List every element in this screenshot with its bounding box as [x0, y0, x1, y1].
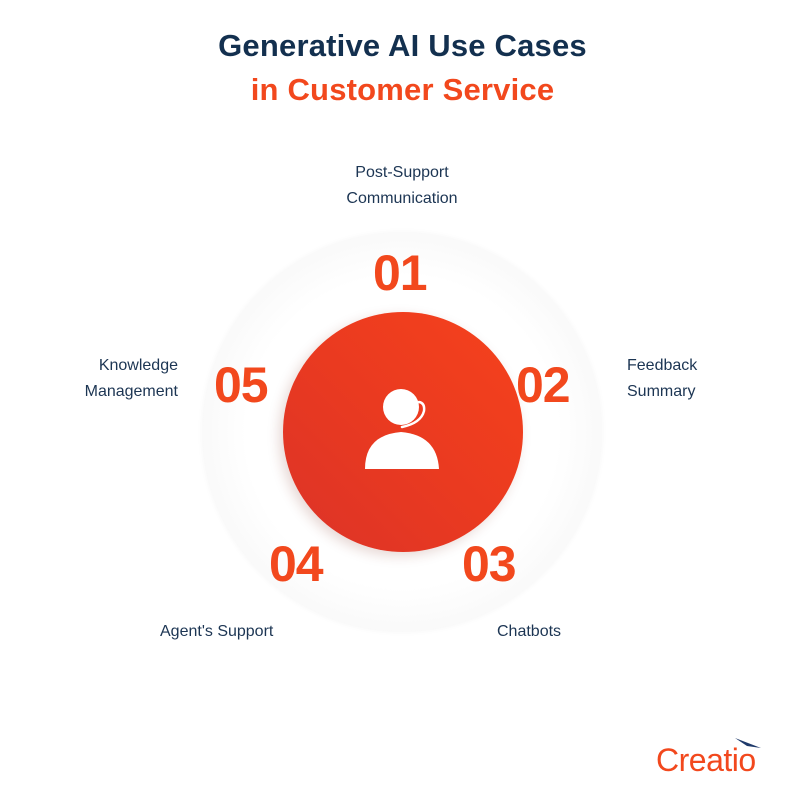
label-line: Knowledge [98, 357, 178, 374]
label-line: Communication [346, 190, 458, 207]
item-number-02: 02 [516, 357, 571, 413]
label-line: Agent's Support [160, 623, 274, 640]
label-line: Summary [627, 383, 696, 400]
title-line-2: in Customer Service [250, 72, 555, 107]
label-knowledge-management: Knowledge Management [20, 353, 178, 405]
label-line: Management [84, 383, 178, 400]
label-agents-support: Agent's Support [160, 619, 360, 645]
center-circle [283, 312, 523, 552]
label-line: Post-Support [355, 164, 449, 181]
customer-support-agent-icon [365, 389, 439, 469]
label-post-support-communication: Post-Support Communication [302, 160, 502, 212]
creatio-logo: Creatio [656, 742, 756, 778]
item-number-01: 01 [373, 245, 428, 301]
title-line-1: Generative AI Use Cases [218, 28, 587, 63]
label-chatbots: Chatbots [497, 619, 647, 645]
label-line: Chatbots [497, 623, 562, 640]
item-number-05: 05 [214, 357, 269, 413]
item-number-04: 04 [269, 536, 324, 592]
label-line: Feedback [627, 357, 698, 374]
label-feedback-summary: Feedback Summary [627, 353, 777, 405]
logo-swoosh-icon [735, 738, 761, 748]
item-number-03: 03 [462, 536, 517, 592]
